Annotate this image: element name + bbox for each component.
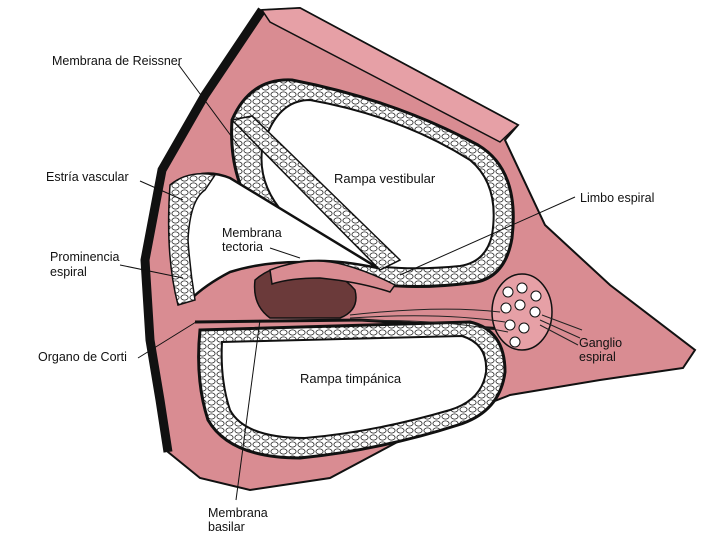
leader-lines xyxy=(119,63,576,501)
label-scala-tympani: Rampa timpánica xyxy=(300,371,402,386)
label-spiral-ganglion-line2: espiral xyxy=(579,350,616,364)
label-reissner-membrane: Membrana de Reissner xyxy=(52,54,182,68)
label-scala-vestibuli: Rampa vestibular xyxy=(334,171,436,186)
outer-bone-rim xyxy=(140,7,266,453)
label-tectorial-membrane-line1: Membrana xyxy=(222,226,282,240)
spiral-ganglion xyxy=(491,273,553,351)
bony-plate xyxy=(260,7,520,143)
scala-tympani-lumen xyxy=(220,334,488,440)
label-basilar-membrane-line1: Membrana xyxy=(208,506,268,520)
label-spiral-prominence-line1: Prominencia xyxy=(50,250,120,264)
label-organ-of-corti: Organo de Corti xyxy=(38,350,127,364)
label-stria-vascularis: Estría vascular xyxy=(46,170,129,184)
label-basilar-membrane-line2: basilar xyxy=(208,520,245,534)
label-spiral-prominence-line2: espiral xyxy=(50,265,87,279)
cochlear-nerve-fibers xyxy=(349,308,583,346)
label-spiral-limbus: Limbo espiral xyxy=(580,191,655,205)
reissner-membrane xyxy=(230,115,402,271)
label-spiral-ganglion-line1: Ganglio xyxy=(579,336,623,350)
label-tectorial-membrane-line2: tectoria xyxy=(222,240,263,254)
tectorial-membrane xyxy=(269,260,397,293)
stria-vascularis xyxy=(167,173,217,306)
